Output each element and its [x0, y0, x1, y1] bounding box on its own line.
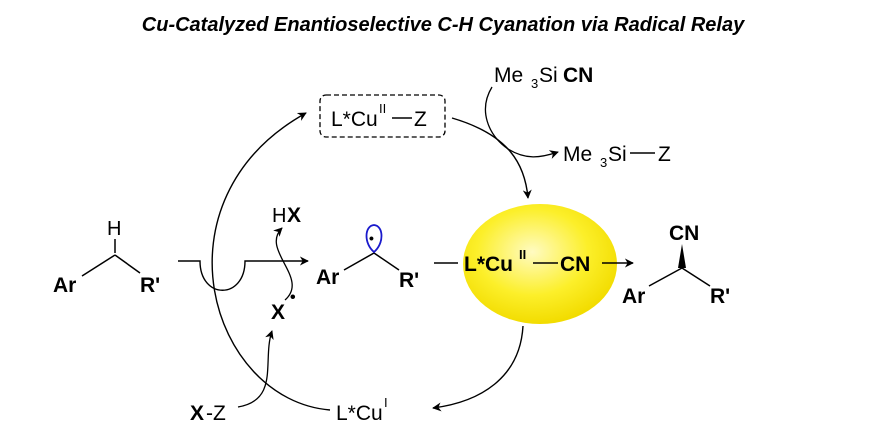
- scheme-title: Cu-Catalyzed Enantioselective C-H Cyanat…: [142, 14, 745, 36]
- cu2-cn-oxidation-state: II: [519, 247, 526, 262]
- product-wedge-bond: [678, 244, 686, 268]
- substrate-r-bond: [114, 254, 141, 274]
- radical-ar-bond: [343, 252, 375, 271]
- cu1-complex: L*Cu I: [336, 395, 388, 425]
- radical-ar: Ar: [316, 266, 339, 289]
- cu2-cn-cn: CN: [560, 253, 590, 276]
- substrate: H Ar R': [53, 218, 160, 297]
- xz-z: -Z: [206, 402, 226, 425]
- tms-me: Me: [494, 64, 523, 87]
- x-radical-dot: •: [290, 289, 296, 306]
- xz-to-x-arrow: [237, 330, 274, 408]
- product-ar-bond: [648, 267, 683, 287]
- x-radical: X •: [271, 289, 296, 324]
- catalyst-glow: [463, 204, 617, 324]
- cu2-z-complex: L*Cu II Z: [331, 101, 427, 131]
- hx-byproduct: H X: [272, 204, 301, 227]
- substrate-ar: Ar: [53, 274, 76, 297]
- p-orbital-icon: [365, 224, 383, 254]
- reductive-elimination-arc: [432, 325, 524, 412]
- xz-x: X: [190, 402, 204, 425]
- tmsz-si: Si: [608, 143, 627, 166]
- tms-cn: CN: [563, 64, 593, 87]
- substrate-ar-bond: [81, 254, 116, 277]
- cu2-cn-ligand-cu: L*Cu: [464, 253, 513, 276]
- cu1-ligand-cu: L*Cu: [336, 402, 383, 425]
- tms-z-exit-arrow: [507, 148, 559, 159]
- tms-cn-entry-arc: [484, 86, 509, 150]
- x-to-hx-arrow: [273, 227, 293, 301]
- cu2-z-oxidation-state: II: [379, 101, 386, 116]
- tmsz-z: Z: [658, 143, 671, 166]
- x-radical-label: X: [271, 301, 285, 324]
- hx-h: H: [272, 205, 286, 227]
- tms-si: Si: [539, 64, 558, 87]
- hx-x: X: [287, 204, 301, 227]
- tms-subscript: 3: [531, 76, 538, 91]
- cu1-oxidation-state: I: [384, 395, 388, 410]
- cu2-z-z: Z: [414, 108, 427, 131]
- tmsz-subscript: 3: [600, 155, 607, 170]
- substrate-h: H: [107, 218, 121, 240]
- tms-cyanide: Me 3 Si CN: [494, 64, 593, 91]
- orbital-radical-dot: •: [369, 230, 374, 246]
- product-r-prime: R': [710, 285, 730, 308]
- cu2-z-dashed-box: [319, 94, 446, 138]
- x-z-oxidant: X -Z: [190, 402, 226, 425]
- product: CN Ar R': [622, 222, 730, 308]
- transmetalation-arc: [451, 117, 532, 199]
- tmsz-me: Me: [563, 143, 592, 166]
- cycle-arc-left: [211, 112, 331, 411]
- product-ar: Ar: [622, 285, 645, 308]
- product-r-bond: [681, 267, 711, 287]
- radical-r-bond: [373, 252, 400, 271]
- radical-r-prime: R': [399, 269, 419, 292]
- product-cn: CN: [669, 222, 699, 245]
- cu2-z-ligand-cu: L*Cu: [331, 108, 378, 131]
- tms-z-byproduct: Me 3 Si Z: [563, 143, 671, 170]
- substrate-r-prime: R': [140, 274, 160, 297]
- benzylic-radical: Ar R' •: [316, 224, 419, 292]
- hat-arrow: [178, 256, 309, 291]
- cu2-cn-complex: L*Cu II CN: [464, 247, 590, 276]
